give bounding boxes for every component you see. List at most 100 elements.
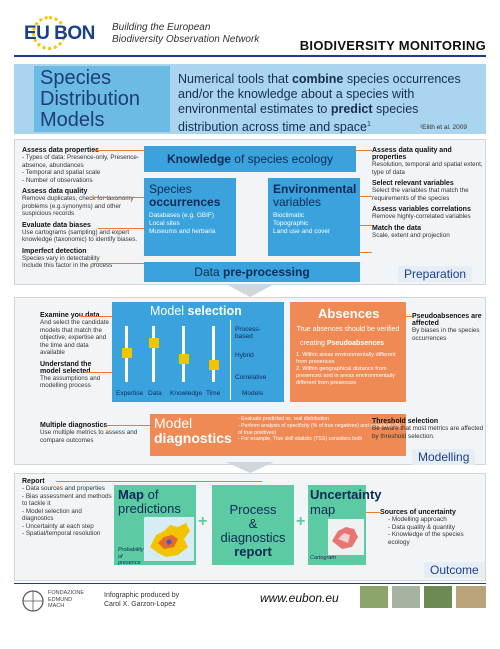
model-note: Examine you data And select the candidat…: [40, 312, 112, 357]
note-title: Assess data quality: [22, 188, 88, 195]
header-divider: [14, 55, 486, 57]
connector-line: [366, 512, 380, 513]
note-body: - Types of data: Presence-only, Presence…: [22, 154, 140, 184]
slider-knob-expertise[interactable]: [122, 348, 132, 358]
species-occurrences-box: Species occurrences Databases (e.g. GBIF…: [144, 178, 236, 256]
model-diagnostics-panel: [150, 414, 406, 456]
connector-line: [98, 228, 144, 229]
note-body: Scale, extent and projection: [372, 231, 450, 239]
fem-line: EDMUND: [48, 596, 73, 603]
note-title: Match the data: [372, 224, 422, 232]
slider-label-data: Data: [148, 390, 162, 397]
preproc-bold: pre-processing: [222, 265, 310, 279]
connector-line: [360, 252, 372, 253]
list-item: 2. Within geographical distance from pre…: [296, 366, 395, 386]
proc-line-4: report: [234, 544, 272, 559]
slider-label-knowledge: Knowledge: [170, 390, 203, 397]
map-of-predictions-card: Map of predictions Probability of presen…: [114, 485, 196, 566]
model-left-notes: Examine you data And select the candidat…: [40, 312, 112, 390]
eubon-logo[interactable]: EU BON: [18, 12, 110, 54]
list-item: 1. Within areas environmentally differen…: [296, 352, 396, 365]
photo-thumbnail: [424, 586, 452, 608]
note-body: By biases in the species occurrences: [412, 327, 480, 342]
model-right-note: Pseudoabsences are affected By biases in…: [412, 313, 484, 342]
list-item: - Knowledge of the species ecology: [388, 531, 464, 546]
list-item: - Model selection and diagnostics: [22, 507, 82, 523]
diag-title-1: Model: [154, 415, 193, 431]
unc-rest: map: [310, 502, 336, 517]
proc-line-1: Process: [229, 502, 277, 517]
model-selection-panel: [112, 302, 284, 402]
fem-logo[interactable]: FONDAZIONE EDMUND MACH: [22, 590, 102, 612]
note-body: Remove duplicates, check for taxonomy pr…: [22, 195, 134, 217]
connector-line: [406, 316, 412, 317]
photo-thumbnail: [456, 586, 486, 608]
prep-note: Match the data Scale, extent and project…: [372, 225, 484, 240]
fem-text: FONDAZIONE EDMUND MACH: [48, 590, 84, 610]
connector-line: [92, 150, 144, 151]
fem-line: FONDAZIONE: [48, 590, 85, 596]
tab-outcome[interactable]: Outcome: [424, 562, 485, 578]
report-title: Report: [22, 478, 45, 485]
map-caption: Probability of presence: [118, 547, 144, 566]
model-note: Understand the model selected The assump…: [40, 361, 112, 390]
note-body: Select the variables that match the requ…: [372, 187, 469, 202]
list-item: - Uncertainty at each step: [22, 522, 94, 530]
slider-knob-time[interactable]: [209, 360, 219, 370]
model-diagnostics-title: Model diagnostics: [154, 416, 232, 446]
report-notes: Report - Data sources and properties - B…: [22, 478, 114, 538]
note-title: Evaluate data biases: [22, 221, 91, 229]
connector-line: [80, 316, 112, 317]
env-sources: Bioclimatic Topographic Land use and cov…: [273, 212, 331, 235]
intro-bold: predict: [330, 102, 373, 116]
note-title: Select relevant variables: [372, 180, 454, 187]
note-body: And select the candidate models that mat…: [40, 319, 109, 356]
credit-line: Carol X. Garzon-Lopez: [104, 600, 176, 608]
connector-line: [56, 481, 262, 482]
title-line-1: Species: [40, 67, 112, 89]
intro-part: Numerical tools that: [178, 72, 292, 86]
map-bold: Map: [118, 487, 144, 502]
list-item: - Evaluate predicted vs. real distributi…: [238, 416, 329, 422]
list-item: - Data sources and properties: [22, 485, 105, 492]
website-link[interactable]: www.eubon.eu: [260, 591, 339, 605]
occ-sources: Databases (e.g. GBIF) Local sites Museum…: [149, 212, 216, 235]
map-heading: Map of predictions: [118, 488, 196, 516]
slider-group: [114, 322, 230, 386]
credit-line: Infographic produced by: [104, 592, 180, 599]
env-heading: variables: [273, 195, 322, 209]
tab-modelling[interactable]: Modelling: [412, 449, 476, 465]
note-title: Threshold selection: [372, 418, 439, 425]
prep-note: Assess variables correlations Remove hig…: [372, 206, 484, 221]
intro-part: species occurrences and/or the knowledge…: [178, 72, 461, 116]
note-body: Remove highly-correlated variables: [372, 213, 471, 220]
cartogram-image: [328, 519, 364, 555]
map-rest: of predictions: [118, 487, 181, 516]
knowledge-rest: of species ecology: [230, 152, 334, 166]
slider-knob-knowledge[interactable]: [179, 354, 189, 364]
prep-right-notes: Assess data quality and properties Resol…: [372, 147, 484, 239]
model-diagnostics-note: Multiple diagnostics Use multiple metric…: [40, 422, 148, 444]
prep-note: Assess data quality and properties Resol…: [372, 147, 484, 176]
footer-divider: [14, 583, 486, 584]
note-title: Understand the model selected: [40, 360, 92, 375]
uncertainty-map-card: Uncertainty map Cartogram: [308, 485, 382, 565]
process-report-card: Process & diagnostics report: [212, 485, 294, 565]
note-title: Sources of uncertainty: [380, 509, 456, 516]
list-item: - Perform analysis of specificity (% of …: [238, 422, 401, 436]
note-title: Assess data properties: [22, 147, 100, 154]
prep-left-notes: Assess data properties - Types of data: …: [22, 147, 140, 270]
connector-line: [360, 225, 372, 226]
tagline-line-1: Building the European: [112, 22, 211, 33]
tab-preparation[interactable]: Preparation: [398, 266, 473, 282]
diag-title-2: diagnostics: [154, 430, 232, 446]
prediction-map-image: [144, 517, 194, 561]
model-correlative: Correlative: [235, 374, 267, 381]
model-process-based: Process-based: [235, 326, 261, 340]
uncertainty-sources-note: Sources of uncertainty - Modelling appro…: [380, 509, 484, 546]
note-title: Multiple diagnostics: [40, 422, 108, 429]
proc-line-2: &: [248, 516, 258, 531]
absences-panel: [290, 302, 406, 402]
note-body: Resolution, temporal and spatial extent,…: [372, 161, 483, 176]
slider-knob-data[interactable]: [149, 338, 159, 348]
